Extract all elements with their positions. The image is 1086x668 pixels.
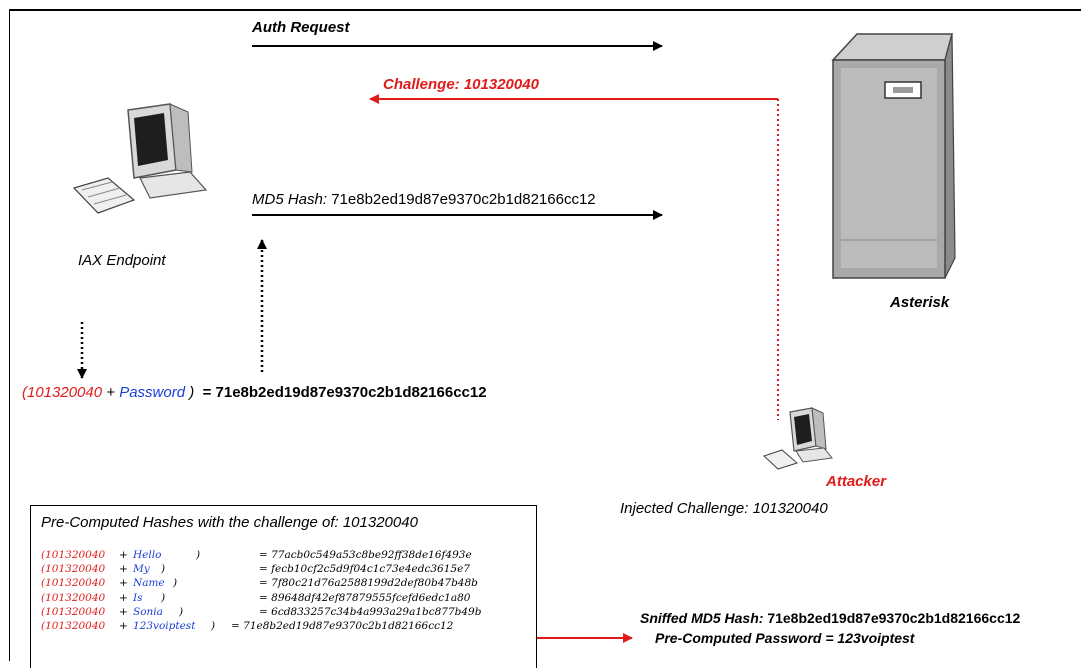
computer-icon [72, 103, 208, 214]
row-hash: = 7f80c21d76a2588199d2def80b47b48b [259, 577, 478, 590]
auth-request-label: Auth Request [252, 19, 350, 36]
md5-hash-prefix: MD5 Hash: [252, 191, 328, 208]
row-challenge: (101320040 [41, 577, 106, 590]
precomputed-rows: (101320040 + Hello ) = 77acb0c549a53c8be… [41, 548, 531, 633]
formula-open: ( [22, 384, 27, 401]
row-plus: + [119, 549, 128, 561]
row-plus: + [119, 577, 128, 590]
row-close: ) [196, 549, 201, 561]
row-word: Hello [133, 549, 162, 561]
precomputed-hashes-box: Pre-Computed Hashes with the challenge o… [30, 505, 537, 668]
row-hash: = 71e8b2ed19d87e9370c2b1d82166cc12 [231, 619, 454, 632]
precomputed-row: (101320040 + Hello ) = 77acb0c549a53c8be… [41, 548, 531, 562]
sniffed-hash-prefix: Sniffed MD5 Hash: [640, 610, 764, 626]
row-close: ) [161, 563, 166, 576]
row-word: My [133, 563, 150, 576]
row-challenge: (101320040 [41, 605, 106, 618]
formula: (101320040 + Password ) = 71e8b2ed19d87e… [22, 384, 487, 401]
row-plus: + [119, 563, 128, 576]
row-hash: = 77acb0c549a53c8be92ff38de16f493e [259, 549, 472, 561]
formula-password: Password [119, 384, 186, 401]
row-hash: = 89648df42ef87879555fcefd6edc1a80 [259, 591, 471, 604]
row-close: ) [173, 577, 178, 590]
formula-challenge: 101320040 [27, 384, 103, 401]
row-word: Is [133, 591, 143, 604]
formula-result: = 71e8b2ed19d87e9370c2b1d82166cc12 [202, 384, 487, 401]
row-hash: = 6cd833257c34b4a993a29a1bc877b49b [259, 605, 482, 618]
row-word: Sonia [133, 605, 163, 618]
challenge-arrow [369, 94, 779, 420]
row-plus: + [119, 591, 128, 604]
attacker-computer-icon [763, 407, 833, 470]
row-plus: + [119, 619, 128, 632]
server-label: Asterisk [890, 294, 950, 311]
row-word: 123voiptest [133, 619, 196, 632]
row-challenge: (101320040 [41, 563, 106, 576]
endpoint-label: IAX Endpoint [78, 252, 166, 269]
precomputed-row: (101320040 + Name ) = 7f80c21d76a2588199… [41, 576, 531, 590]
precomputed-row: (101320040 + 123voiptest ) = 71e8b2ed19d… [41, 619, 531, 633]
formula-close: ) [189, 384, 195, 401]
precomputed-password-label: Pre-Computed Password = 123voiptest [655, 630, 915, 646]
md5-hash-value: 71e8b2ed19d87e9370c2b1d82166cc12 [331, 191, 596, 208]
row-close: ) [179, 605, 184, 618]
diagram-frame [9, 9, 1081, 661]
precomputed-row: (101320040 + My ) = fecb10cf2c5d9f04c1c7… [41, 562, 531, 576]
attacker-label: Attacker [826, 473, 887, 490]
precomputed-title: Pre-Computed Hashes with the challenge o… [41, 514, 418, 531]
injected-challenge-label: Injected Challenge: 101320040 [620, 500, 828, 517]
row-hash: = fecb10cf2c5d9f04c1c73e4edc3615e7 [259, 563, 470, 576]
sniffed-hash-label: Sniffed MD5 Hash: 71e8b2ed19d87e9370c2b1… [640, 610, 1020, 626]
row-close: ) [161, 591, 166, 604]
row-plus: + [119, 605, 128, 618]
row-word: Name [133, 577, 165, 590]
row-challenge: (101320040 [41, 591, 106, 604]
md5-hash-label: MD5 Hash: 71e8b2ed19d87e9370c2b1d82166cc… [252, 191, 596, 208]
precomputed-row: (101320040 + Sonia ) = 6cd833257c34b4a99… [41, 605, 531, 619]
row-challenge: (101320040 [41, 619, 106, 632]
server-icon [831, 33, 956, 279]
formula-plus: + [106, 384, 116, 401]
precomputed-row: (101320040 + Is ) = 89648df42ef87879555f… [41, 591, 531, 605]
row-challenge: (101320040 [41, 549, 106, 561]
challenge-label: Challenge: 101320040 [383, 76, 539, 93]
sniffed-hash-value: 71e8b2ed19d87e9370c2b1d82166cc12 [767, 610, 1021, 626]
row-close: ) [211, 619, 216, 632]
